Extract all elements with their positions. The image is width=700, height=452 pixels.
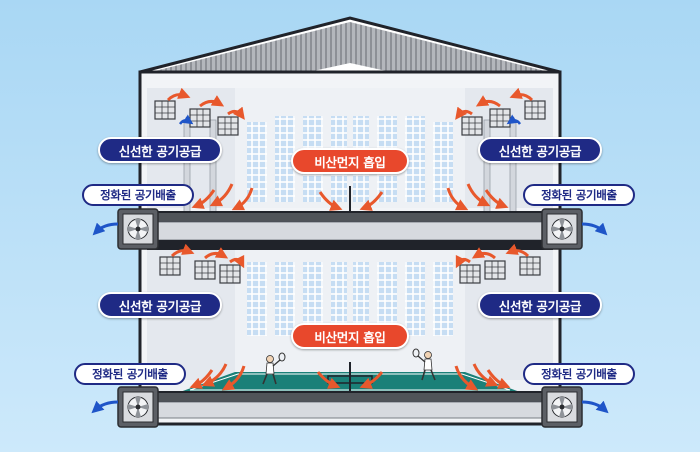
windows-lower [247,262,453,336]
fresh-air-supply-label: 신선한 공기공급 [478,292,602,318]
fan-exhaust-icon [541,208,583,250]
fresh-air-supply-label: 신선한 공기공급 [98,137,222,163]
purified-air-exhaust-label: 정화된 공기배출 [74,363,186,385]
flow-arrow-icon [166,87,534,269]
dust-suction-label: 비산먼지 흡입 [291,148,409,174]
windows-upper [247,116,453,202]
fan-exhaust-icon [117,208,159,250]
floor-slab [139,211,561,223]
purified-air-exhaust-label: 정화된 공기배출 [523,363,635,385]
fan-exhaust-icon [117,386,159,428]
purified-air-exhaust-label: 정화된 공기배출 [82,184,194,206]
purified-air-exhaust-label: 정화된 공기배출 [523,184,635,206]
fresh-air-supply-label: 신선한 공기공급 [478,137,602,163]
fresh-air-supply-label: 신선한 공기공급 [98,292,222,318]
dust-suction-label: 비산먼지 흡입 [291,323,409,349]
flow-arrow-icon [191,183,509,211]
flow-arrow-icon [91,222,609,414]
fan-exhaust-icon [541,386,583,428]
flow-arrow-icon [189,363,511,391]
